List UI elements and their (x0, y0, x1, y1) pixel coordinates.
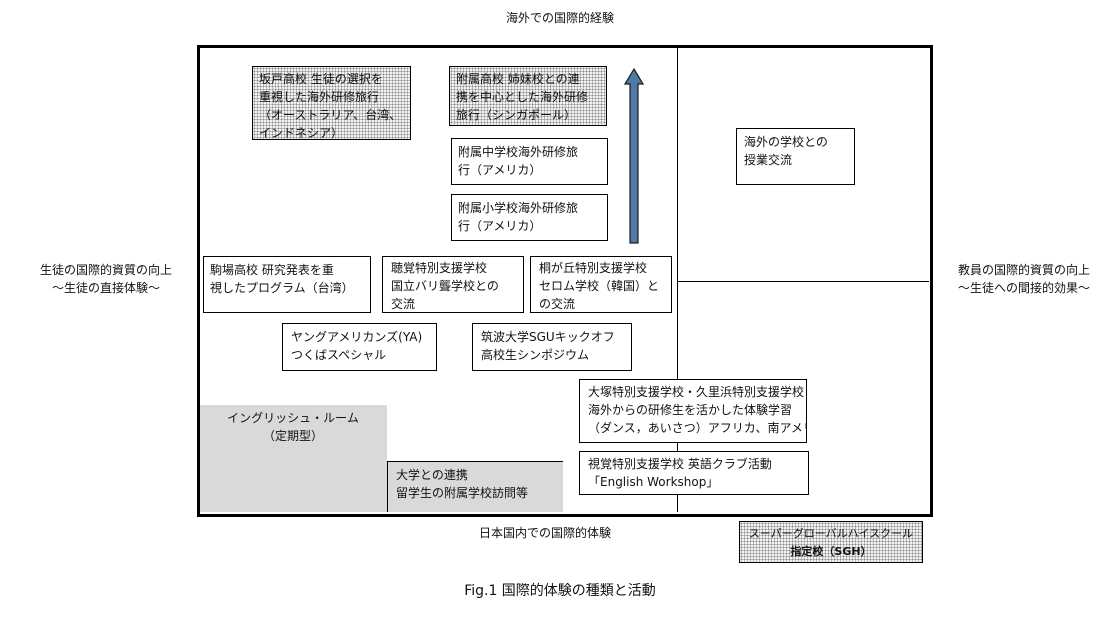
axis-left-label: 生徒の国際的資質の向上 ～生徒の直接体験～ (18, 261, 194, 297)
horizontal-divider (677, 281, 929, 282)
box-sgu: 筑波大学SGUキックオフ 高校生シンポジウム (472, 323, 632, 371)
box-line: 附属高校 姉妹校との連 (456, 72, 580, 86)
box-line: 附属中学校海外研修旅 (458, 145, 579, 159)
box-line: 海外からの研修生を活かした体験学習 (588, 403, 793, 417)
university-line: 大学との連携 (396, 468, 468, 482)
box-young-americans: ヤングアメリカンズ(YA) つくばスペシャル (282, 323, 437, 371)
box-kirigaoka: 桐が丘特別支援学校 セロム学校（韓国）と の交流 (530, 256, 672, 313)
box-line: 海外の学校との (744, 135, 828, 149)
box-fuzoku-elementary: 附属小学校海外研修旅 行（アメリカ） (451, 194, 608, 241)
box-line: 「English Workshop」 (588, 475, 719, 489)
axis-right-line: ～生徒への間接的効果～ (957, 281, 1090, 295)
box-line: 携を中心とした海外研修 (456, 90, 589, 104)
english-room-line: イングリッシュ・ルーム (227, 411, 359, 425)
legend-line: スーパーグローバルハイスクール (748, 527, 914, 540)
english-room-area: イングリッシュ・ルーム （定期型） (199, 405, 387, 512)
axis-right-label: 教員の国際的資質の向上 ～生徒への間接的効果～ (934, 261, 1114, 297)
arrow-shape (624, 68, 644, 244)
legend-line: 指定校（SGH） (790, 545, 872, 558)
box-otsuka: 大塚特別支援学校・久里浜特別支援学校 海外からの研修生を活かした体験学習 （ダン… (579, 379, 807, 443)
box-fuzoku-junior-high: 附属中学校海外研修旅 行（アメリカ） (451, 138, 608, 185)
box-line: 桐が丘特別支援学校 (539, 261, 648, 275)
english-room-line: （定期型） (262, 429, 323, 443)
box-line: 高校生シンポジウム (481, 348, 590, 362)
axis-right-line: 教員の国際的資質の向上 (957, 263, 1090, 277)
box-line: 筑波大学SGUキックオフ (481, 330, 615, 344)
axis-left-line: ～生徒の直接体験～ (51, 281, 160, 295)
box-fuzoku-high-school: 附属高校 姉妹校との連 携を中心とした海外研修 旅行（シンガポール） (449, 66, 607, 126)
box-line: の交流 (539, 297, 576, 311)
university-line: 留学生の附属学校訪問等 (396, 486, 529, 500)
box-line: 旅行（シンガポール） (456, 108, 577, 122)
quadrant-frame (197, 45, 933, 517)
vertical-divider (677, 46, 678, 512)
box-line: セロム学校（韓国）と (539, 279, 660, 293)
box-line: 駒場高校 研究発表を重 (210, 263, 334, 277)
box-line: 国立バリ聾学校との (391, 279, 499, 293)
box-line: 重視した海外研修旅行 (259, 90, 380, 104)
box-line: 視覚特別支援学校 英語クラブ活動 (588, 457, 772, 471)
box-line: 行（アメリカ） (458, 163, 542, 177)
axis-left-line: 生徒の国際的資質の向上 (39, 263, 172, 277)
box-sakado: 坂戸高校 生徒の選択を 重視した海外研修旅行 （オーストラリア、台湾、 インドネ… (252, 66, 411, 140)
upward-arrow (624, 68, 644, 244)
box-line: ヤングアメリカンズ(YA) (291, 330, 423, 344)
box-line: 附属小学校海外研修旅 (458, 201, 579, 215)
box-line: 交流 (391, 297, 416, 311)
figure-caption: Fig.1 国際的体験の種類と活動 (464, 583, 656, 599)
box-shikaku: 視覚特別支援学校 英語クラブ活動 「English Workshop」 (579, 451, 809, 495)
box-line: 視したプログラム（台湾） (210, 281, 354, 295)
box-line: 授業交流 (744, 153, 793, 167)
box-line: 大塚特別支援学校・久里浜特別支援学校 (588, 385, 805, 399)
box-line: インドネシア） (259, 126, 344, 140)
university-area: 大学との連携 留学生の附属学校訪問等 (387, 461, 563, 512)
box-line: （ダンス，あいさつ）アフリカ、南アメリカ (588, 421, 807, 435)
box-chokaku: 聴覚特別支援学校 国立バリ聾学校との 交流 (382, 256, 524, 313)
box-line: つくばスペシャル (291, 348, 387, 362)
box-line: 坂戸高校 生徒の選択を (259, 72, 383, 86)
box-komaba: 駒場高校 研究発表を重 視したプログラム（台湾） (203, 256, 371, 313)
legend-sgh: スーパーグローバルハイスクール 指定校（SGH） (739, 521, 923, 563)
axis-top-label: 海外での国際的経験 (505, 11, 614, 25)
box-line: 行（アメリカ） (458, 219, 542, 233)
box-overseas-exchange: 海外の学校との 授業交流 (736, 128, 855, 185)
axis-bottom-label: 日本国内での国際的体験 (478, 526, 611, 540)
box-line: （オーストラリア、台湾、 (259, 108, 402, 122)
box-line: 聴覚特別支援学校 (391, 261, 488, 275)
